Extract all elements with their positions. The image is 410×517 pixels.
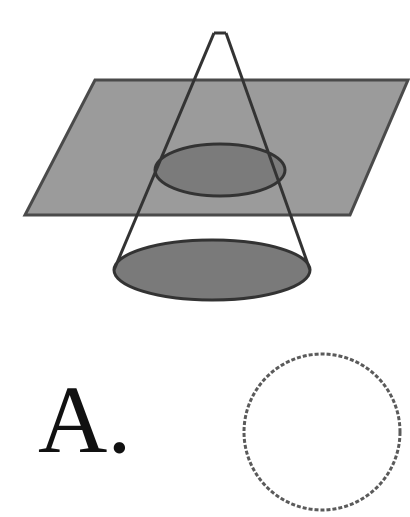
cone-left-edge [112, 32, 216, 271]
cross-section-ellipse [153, 142, 287, 198]
cone-base-ellipse [112, 238, 312, 302]
answer-circle [242, 352, 402, 512]
option-label: A. [38, 366, 131, 473]
cone-right-edge [224, 32, 312, 271]
